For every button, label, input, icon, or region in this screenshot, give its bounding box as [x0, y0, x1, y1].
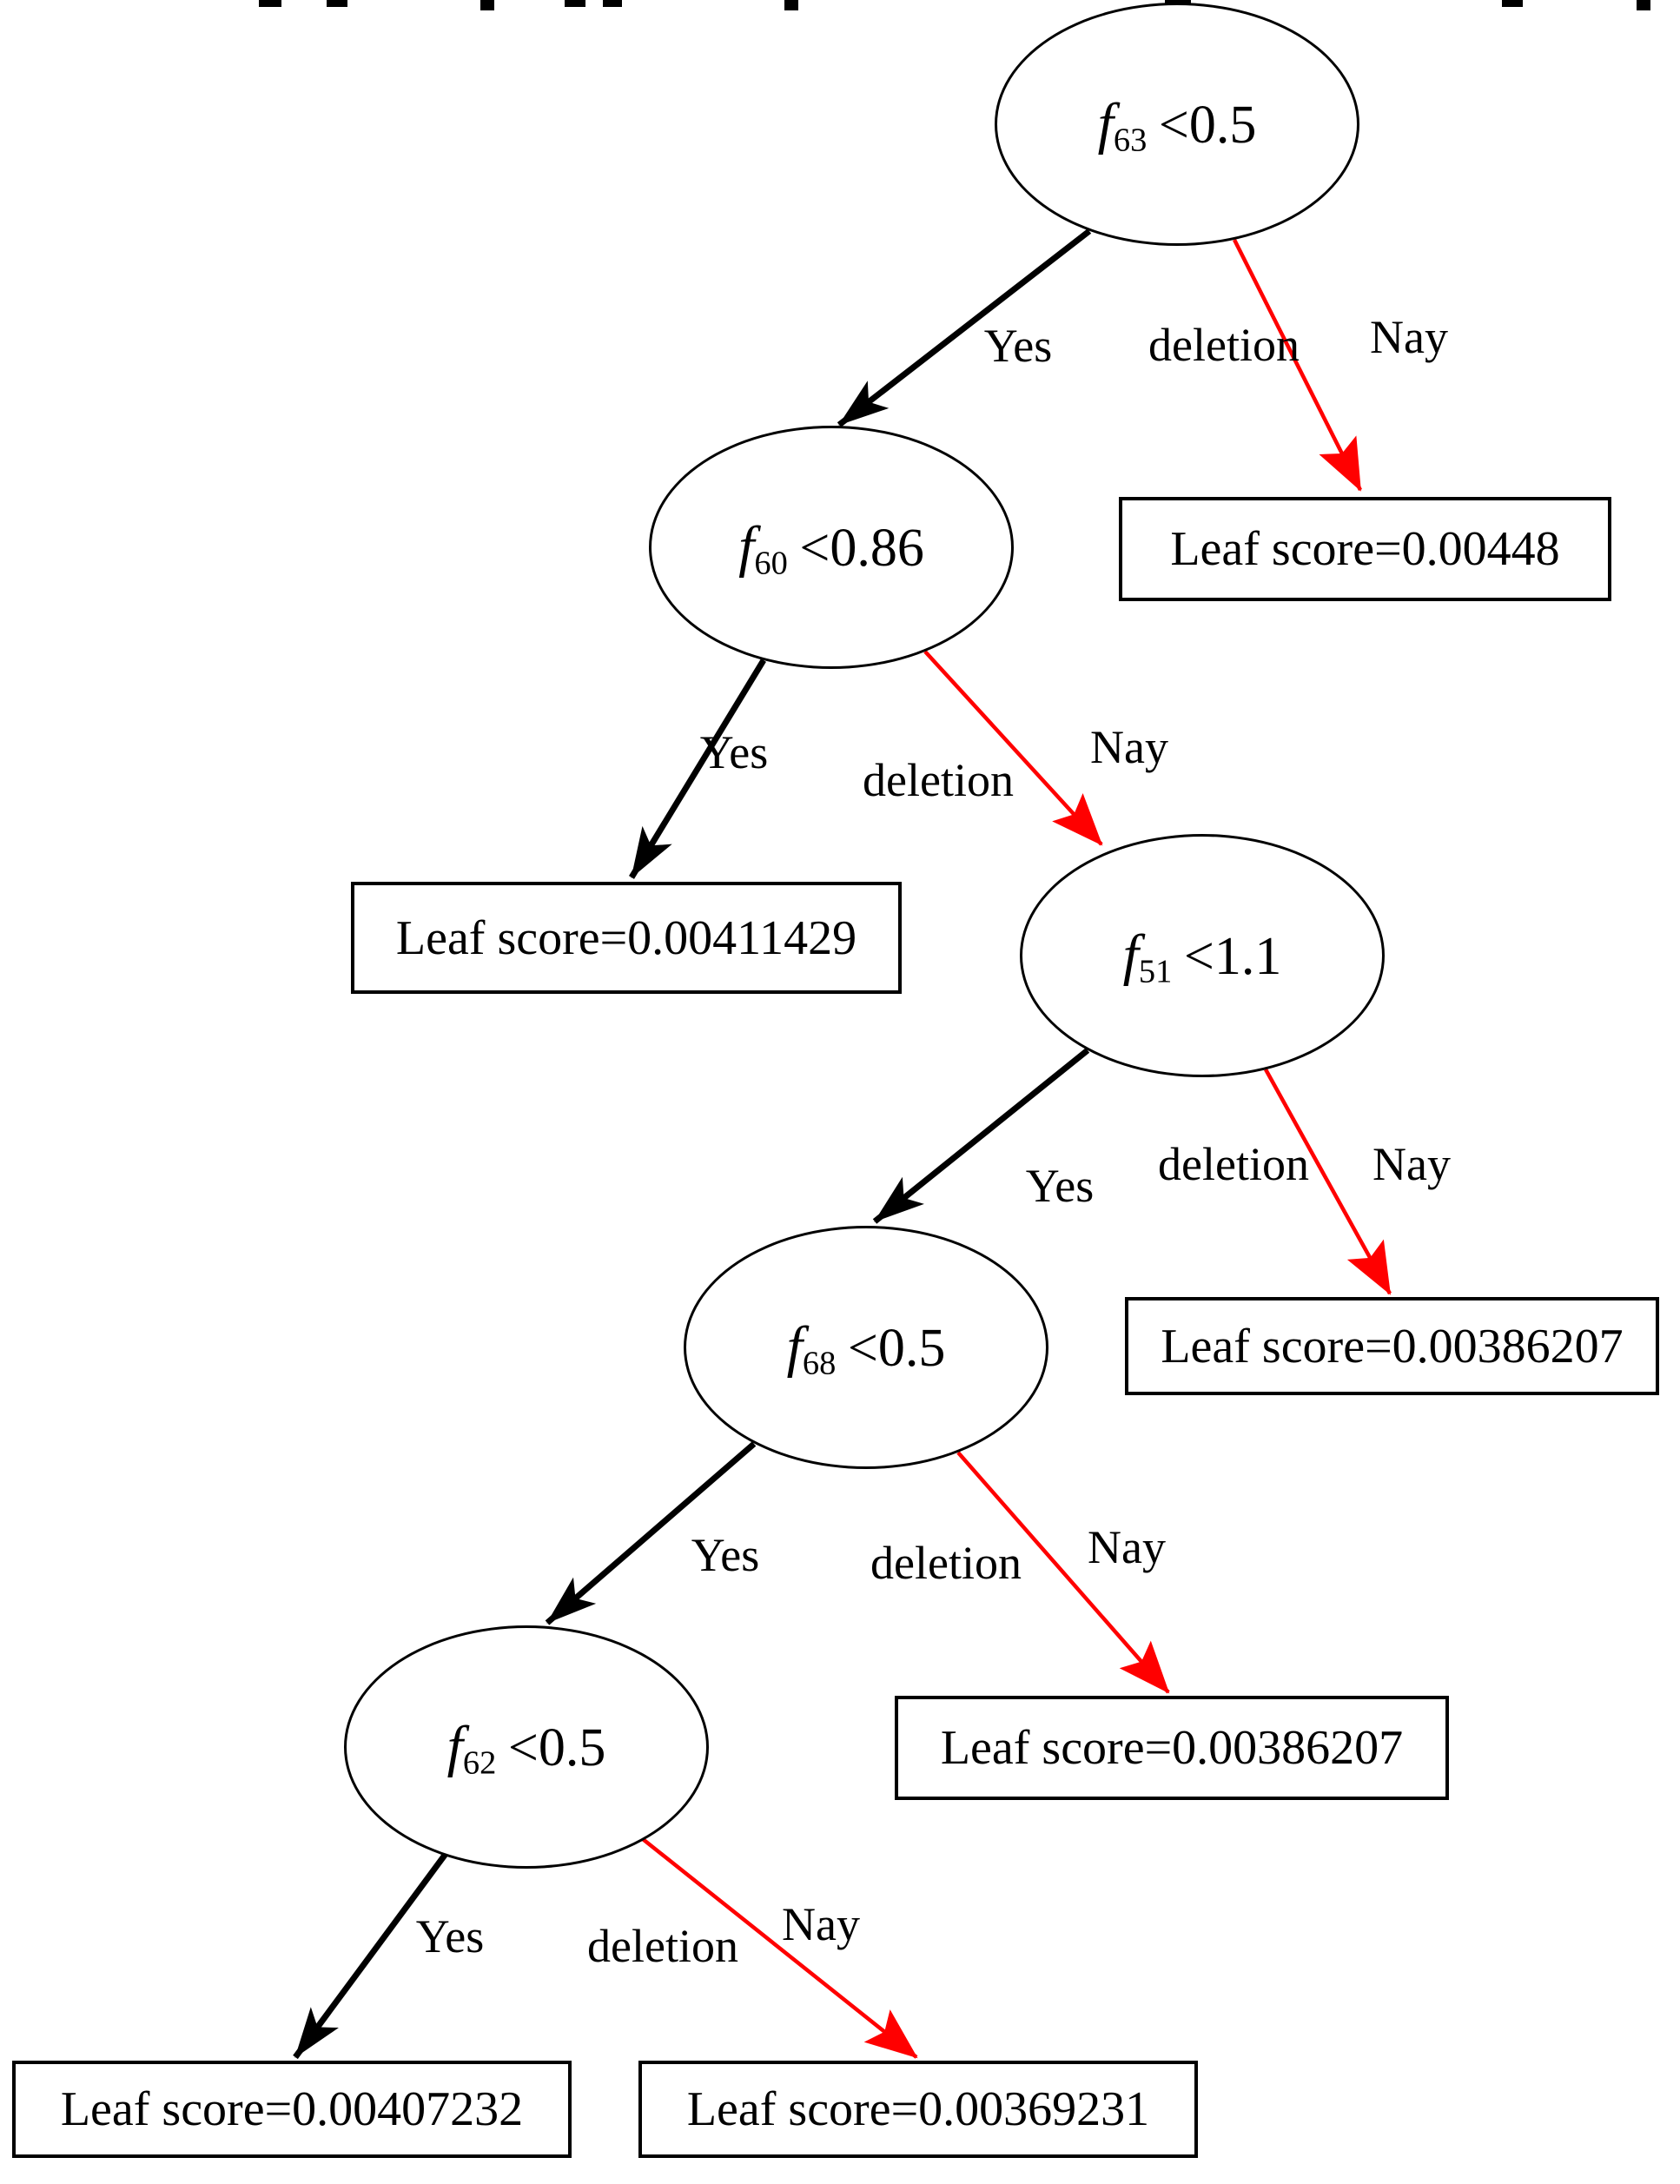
cropped-title-fragment [565, 0, 585, 7]
decision-node-f68: f68<0.5 [684, 1226, 1048, 1469]
cropped-title-fragment [1637, 0, 1650, 10]
leaf-box-1: Leaf score=0.00448 [1119, 497, 1611, 601]
cropped-title-fragment [784, 0, 798, 10]
cropped-title-fragment [327, 0, 347, 7]
leaf-box-4: Leaf score=0.00386207 [895, 1696, 1449, 1800]
decision-node-f63: f63<0.5 [995, 3, 1359, 246]
leaf-score-2: Leaf score=0.00411429 [395, 910, 857, 965]
edge-label-nay-4: Nay [1088, 1521, 1166, 1573]
cropped-title-fragment [480, 0, 494, 10]
edge-label-nay-5: Nay [782, 1898, 860, 1950]
leaf-score-6: Leaf score=0.00369231 [686, 2082, 1150, 2136]
edge-label-yes-1: Yes [983, 320, 1053, 372]
cropped-title-fragment [259, 0, 281, 7]
edge-label-nay-2: Nay [1090, 721, 1168, 773]
node-label-f63: f63<0.5 [1097, 92, 1257, 159]
leaf-box-3: Leaf score=0.00386207 [1125, 1297, 1659, 1395]
decision-node-f62: f62<0.5 [344, 1625, 709, 1869]
leaf-score-5: Leaf score=0.00407232 [60, 2082, 524, 2136]
edge-label-deletion-4: deletion [870, 1537, 1022, 1589]
edge-label-deletion-2: deletion [863, 754, 1014, 806]
edge-label-yes-4: Yes [691, 1529, 760, 1581]
edge-label-yes-5: Yes [415, 1910, 485, 1962]
node-label-f60: f60<0.86 [738, 515, 924, 582]
leaf-box-6: Leaf score=0.00369231 [638, 2061, 1198, 2158]
edge-label-deletion-5: deletion [587, 1920, 738, 1972]
node-label-f51: f51<1.1 [1122, 923, 1282, 990]
cropped-title-fragment [1502, 0, 1523, 7]
node-label-f68: f68<0.5 [786, 1315, 946, 1382]
leaf-box-5: Leaf score=0.00407232 [12, 2061, 572, 2158]
node-label-f62: f62<0.5 [446, 1715, 606, 1782]
edge-label-yes-3: Yes [1025, 1160, 1095, 1212]
cropped-title-fragment [603, 0, 622, 7]
leaf-score-4: Leaf score=0.00386207 [940, 1721, 1404, 1775]
leaf-score-3: Leaf score=0.00386207 [1161, 1319, 1624, 1373]
leaf-score-1: Leaf score=0.00448 [1170, 522, 1560, 576]
edge-label-deletion-3: deletion [1158, 1138, 1309, 1190]
decision-node-f60: f60<0.86 [649, 426, 1014, 669]
edge-label-nay-1: Nay [1370, 311, 1448, 363]
decision-node-f51: f51<1.1 [1020, 834, 1385, 1077]
edge-label-yes-2: Yes [699, 726, 769, 778]
leaf-box-2: Leaf score=0.00411429 [351, 882, 902, 994]
edge-nay-f60-to-f51 [923, 650, 1103, 846]
edge-label-deletion-1: deletion [1148, 319, 1300, 371]
edge-label-nay-3: Nay [1372, 1138, 1451, 1190]
